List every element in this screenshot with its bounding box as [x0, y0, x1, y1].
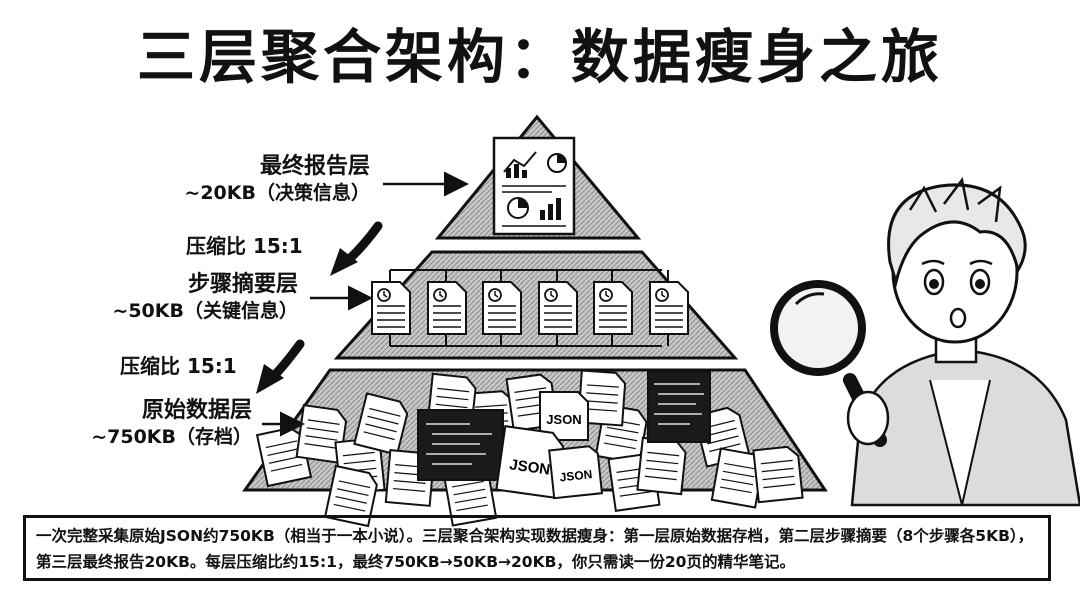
top-layer-size: ~20KB（决策信息） [150, 180, 370, 206]
middle-tier [337, 252, 735, 358]
curved-arrow-lower-icon [256, 344, 300, 394]
json-file-3: JSON [549, 445, 602, 498]
top-layer-name: 最终报告层 [150, 154, 370, 180]
code-screen-right [648, 372, 710, 442]
ratio-upper: 压缩比 15:1 [186, 230, 303, 259]
caption-box: 一次完整采集原始JSON约750KB（相当于一本小说）。三层聚合架构实现数据瘦身… [23, 515, 1051, 581]
bottom-tier: JSON JSON JSON [245, 370, 825, 526]
raw-document-icon [637, 438, 686, 494]
bottom-layer-name: 原始数据层 [30, 398, 252, 424]
code-screen-left [418, 410, 503, 480]
label-top-layer: 最终报告层 ~20KB（决策信息） [150, 154, 370, 206]
curved-arrow-upper-icon [330, 226, 378, 276]
middle-layer-name: 步骤摘要层 [80, 272, 298, 298]
ratio-lower: 压缩比 15:1 [120, 350, 237, 379]
step-document-icon [650, 270, 688, 346]
top-tier [438, 117, 638, 238]
label-bottom-layer: 原始数据层 ~750KB（存档） [30, 398, 252, 450]
raw-document-icon [753, 446, 802, 502]
bottom-layer-size: ~750KB（存档） [30, 424, 252, 450]
json-tag-1: JSON [546, 412, 581, 427]
label-middle-layer: 步骤摘要层 ~50KB（关键信息） [80, 272, 298, 324]
middle-layer-size: ~50KB（关键信息） [80, 298, 298, 324]
magnifying-glass-icon [774, 284, 888, 444]
report-document-icon [494, 138, 574, 234]
character-illustration [852, 180, 1080, 505]
